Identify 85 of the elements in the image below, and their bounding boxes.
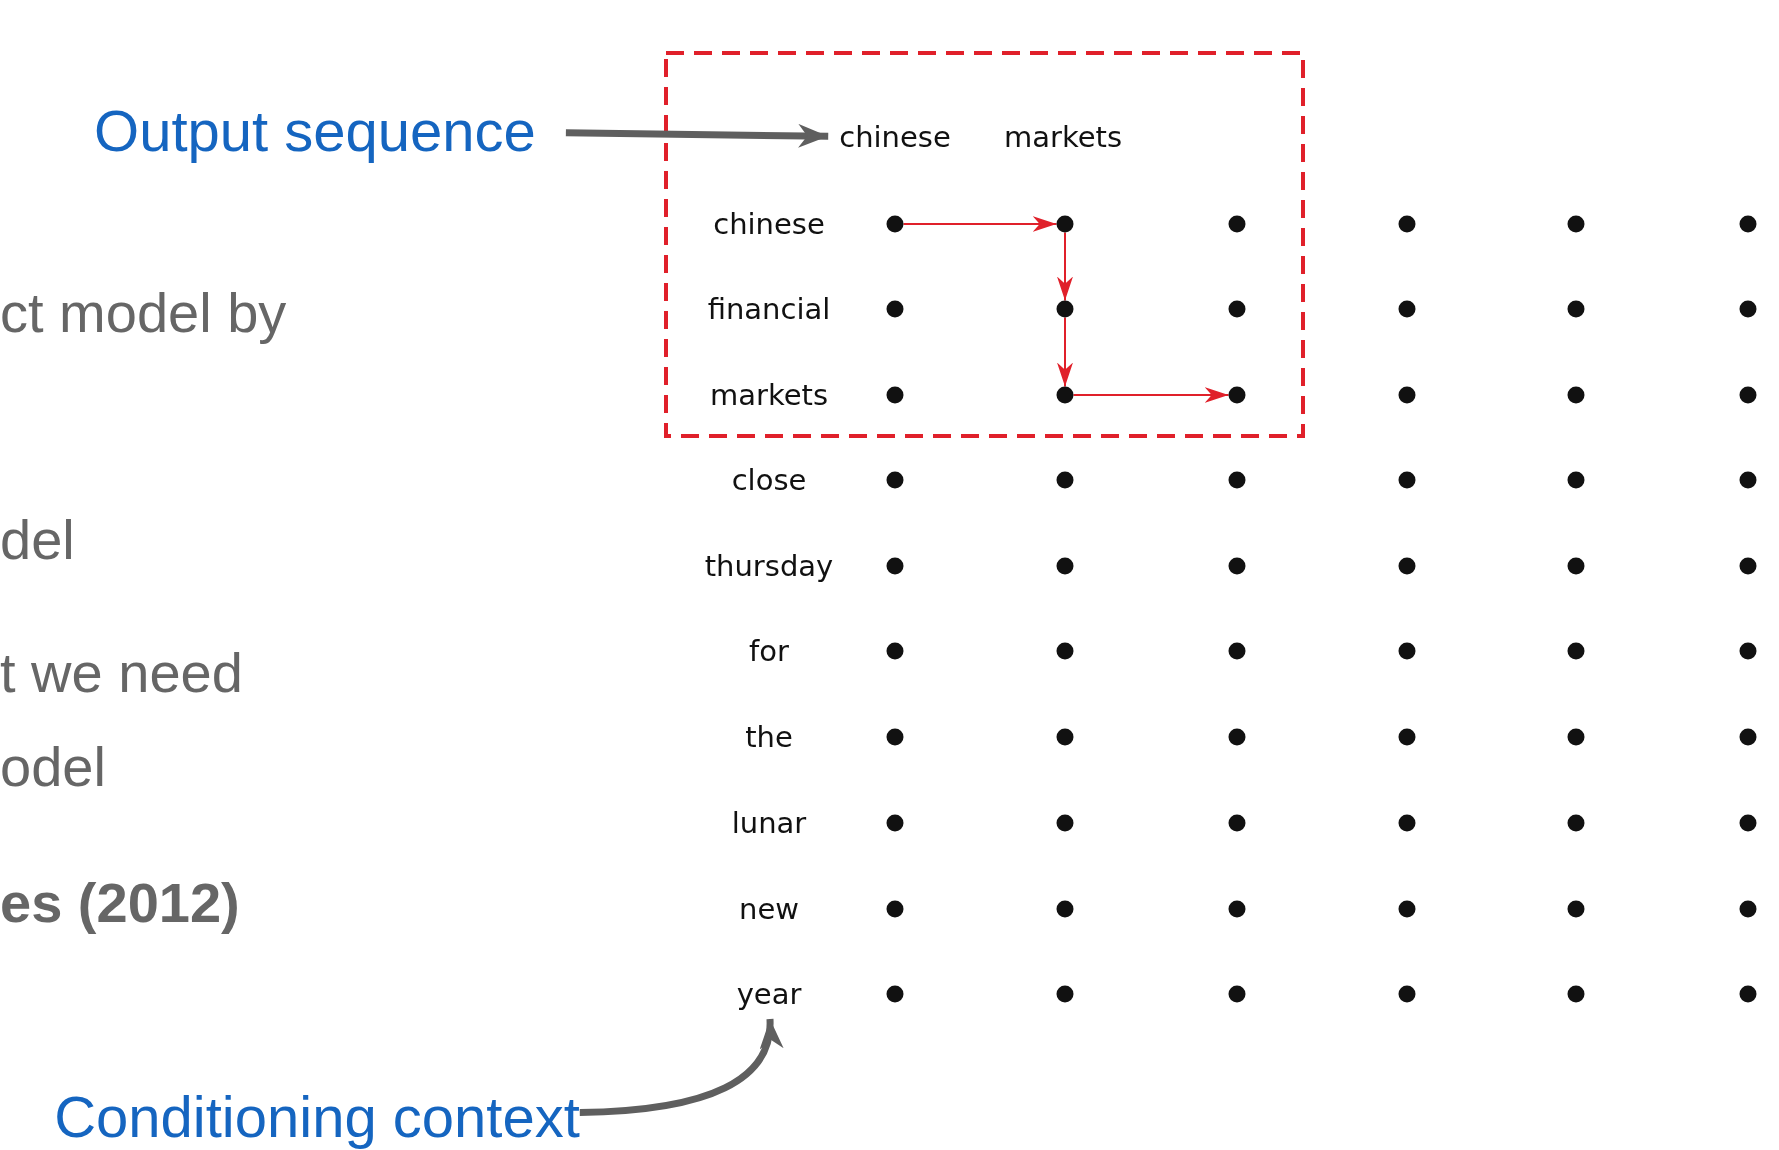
text-fragment: ct model by: [0, 279, 287, 345]
grid-dot: [1056, 900, 1074, 918]
grid-dot: [1567, 386, 1585, 404]
grid-dot: [1056, 728, 1074, 746]
grid-dot: [1567, 900, 1585, 918]
grid-dot: [1398, 557, 1416, 575]
token-word: for: [746, 632, 792, 670]
arrow: [579, 1018, 781, 1117]
grid-dot: [1739, 900, 1757, 918]
grid-dot: [1567, 642, 1585, 660]
grid-dot: [1228, 300, 1246, 318]
grid-dot: [1739, 557, 1757, 575]
grid-dot: [1228, 557, 1246, 575]
arrow: [1057, 231, 1073, 302]
grid-dot: [886, 300, 904, 318]
grid-dot: [886, 557, 904, 575]
grid-dot: [1056, 642, 1074, 660]
arrow: [902, 216, 1058, 232]
grid-dot: [1398, 215, 1416, 233]
grid-dot: [1739, 300, 1757, 318]
grid-dot: [1739, 471, 1757, 489]
grid-dot: [886, 215, 904, 233]
grid-dot: [1056, 215, 1074, 233]
grid-dot: [1739, 985, 1757, 1003]
grid-dot: [886, 814, 904, 832]
grid-dot: [1228, 900, 1246, 918]
token-word: chinese: [710, 205, 828, 243]
grid-dot: [886, 985, 904, 1003]
grid-dot: [1567, 300, 1585, 318]
text-fragment: del: [0, 506, 75, 572]
grid-dot: [1228, 215, 1246, 233]
grid-dot: [886, 471, 904, 489]
arrow: [565, 123, 829, 148]
grid-dot: [1228, 642, 1246, 660]
grid-dot: [1398, 728, 1416, 746]
grid-dot: [1056, 300, 1074, 318]
text-fragment: odel: [0, 733, 106, 799]
grid-dot: [1228, 386, 1246, 404]
callout-text: Output sequence: [94, 96, 536, 164]
arrow: [1057, 316, 1073, 388]
grid-dot: [1398, 386, 1416, 404]
grid-dot: [1228, 728, 1246, 746]
token-word: markets: [1001, 118, 1125, 156]
grid-dot: [1398, 642, 1416, 660]
token-word: close: [728, 461, 810, 499]
callout-text: Conditioning context: [54, 1082, 580, 1150]
grid-dot: [886, 642, 904, 660]
grid-dot: [1398, 471, 1416, 489]
grid-dot: [1398, 900, 1416, 918]
grid-dot: [1398, 300, 1416, 318]
grid-dot: [1398, 814, 1416, 832]
grid-dot: [1056, 814, 1074, 832]
grid-dot: [1739, 215, 1757, 233]
grid-dot: [1739, 642, 1757, 660]
grid-dot: [1567, 557, 1585, 575]
grid-dot: [886, 728, 904, 746]
grid-dot: [1567, 985, 1585, 1003]
grid-dot: [1567, 728, 1585, 746]
token-word: financial: [704, 290, 834, 328]
grid-dot: [1567, 814, 1585, 832]
grid-dot: [1567, 215, 1585, 233]
grid-dot: [1228, 985, 1246, 1003]
token-word: lunar: [728, 804, 810, 842]
grid-dot: [1056, 557, 1074, 575]
grid-dot: [1398, 985, 1416, 1003]
grid-dot: [1056, 386, 1074, 404]
arrow: [1072, 387, 1230, 403]
text-fragment: es (2012): [0, 869, 240, 935]
grid-dot: [886, 900, 904, 918]
token-word: chinese: [836, 118, 954, 156]
text-fragment: t we need: [0, 639, 243, 705]
token-word: thursday: [701, 547, 837, 585]
grid-dot: [886, 386, 904, 404]
grid-dot: [1567, 471, 1585, 489]
token-word: new: [736, 890, 802, 928]
grid-dot: [1228, 471, 1246, 489]
grid-dot: [1739, 728, 1757, 746]
token-word: year: [733, 975, 805, 1013]
token-word: markets: [707, 376, 831, 414]
token-word: the: [742, 718, 796, 756]
grid-dot: [1739, 386, 1757, 404]
grid-dot: [1228, 814, 1246, 832]
grid-dot: [1056, 985, 1074, 1003]
grid-dot: [1056, 471, 1074, 489]
grid-dot: [1739, 814, 1757, 832]
